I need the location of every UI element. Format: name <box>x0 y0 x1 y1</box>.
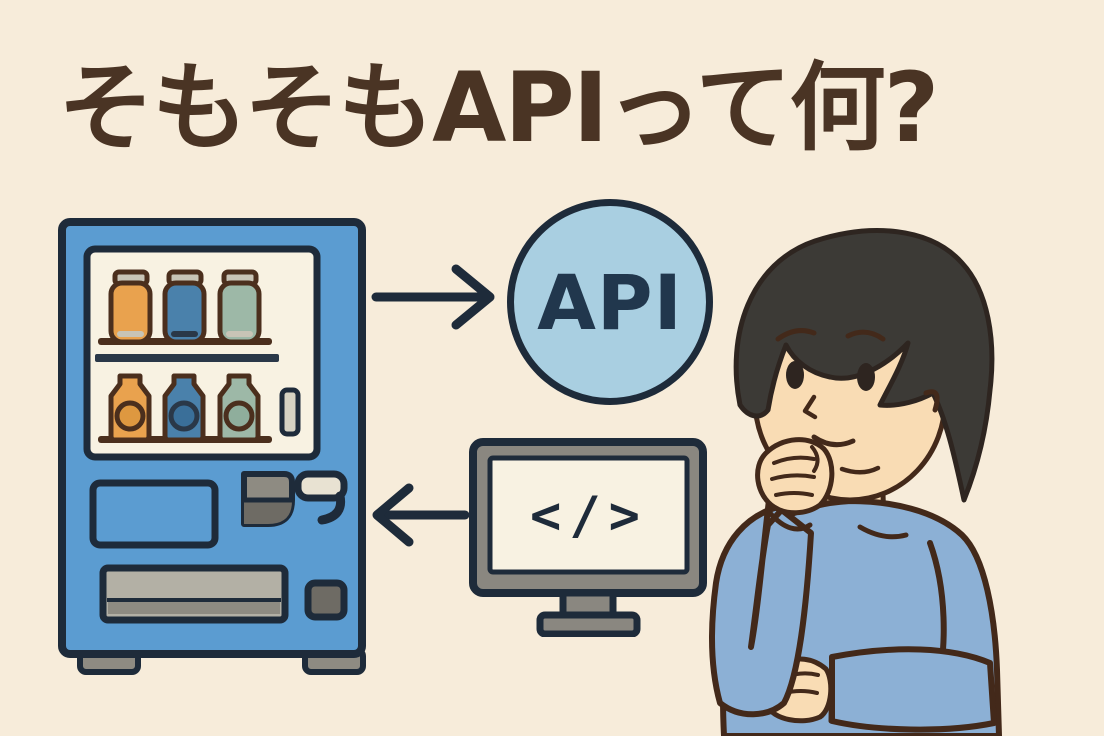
jaw-line <box>857 524 909 540</box>
eyebrow-right <box>845 329 886 342</box>
bottle-row-bottom <box>108 373 261 443</box>
eye-right <box>857 363 875 391</box>
person-crossing-arm <box>829 646 997 733</box>
mouth <box>811 434 856 448</box>
page-title: そもそもAPIって何? <box>58 52 939 164</box>
eyebrow-left <box>775 328 817 342</box>
api-circle: API <box>507 199 713 405</box>
can-sage-icon <box>217 269 262 345</box>
machine-button <box>304 579 348 621</box>
code-monitor-icon <box>469 438 707 637</box>
bottle-row-top <box>108 269 262 345</box>
coin-return-icon <box>294 470 348 525</box>
window-slot <box>279 387 301 437</box>
eye-left <box>786 361 804 389</box>
person-bent-arm <box>708 497 814 718</box>
bottle-sage-icon <box>217 373 261 443</box>
bottle-blue-icon <box>162 373 206 443</box>
vending-machine-illustration <box>58 218 366 675</box>
shelf-divider <box>95 354 279 362</box>
bent-arm-cuff <box>767 510 813 532</box>
api-label: API <box>537 257 683 347</box>
ear-icon <box>923 389 940 413</box>
can-blue-icon <box>162 269 207 345</box>
thinking-person-illustration <box>708 228 1002 736</box>
nose <box>802 394 818 420</box>
response-arrow-icon <box>372 483 470 547</box>
coin-slot-icon <box>241 471 295 527</box>
request-arrow-icon <box>371 264 495 330</box>
code-glyph: </> <box>530 486 648 546</box>
selection-panel <box>89 479 219 549</box>
chin-line <box>839 465 881 475</box>
dispenser-tray <box>99 564 289 624</box>
can-orange-icon <box>108 269 153 345</box>
bottle-orange-icon <box>108 373 152 443</box>
